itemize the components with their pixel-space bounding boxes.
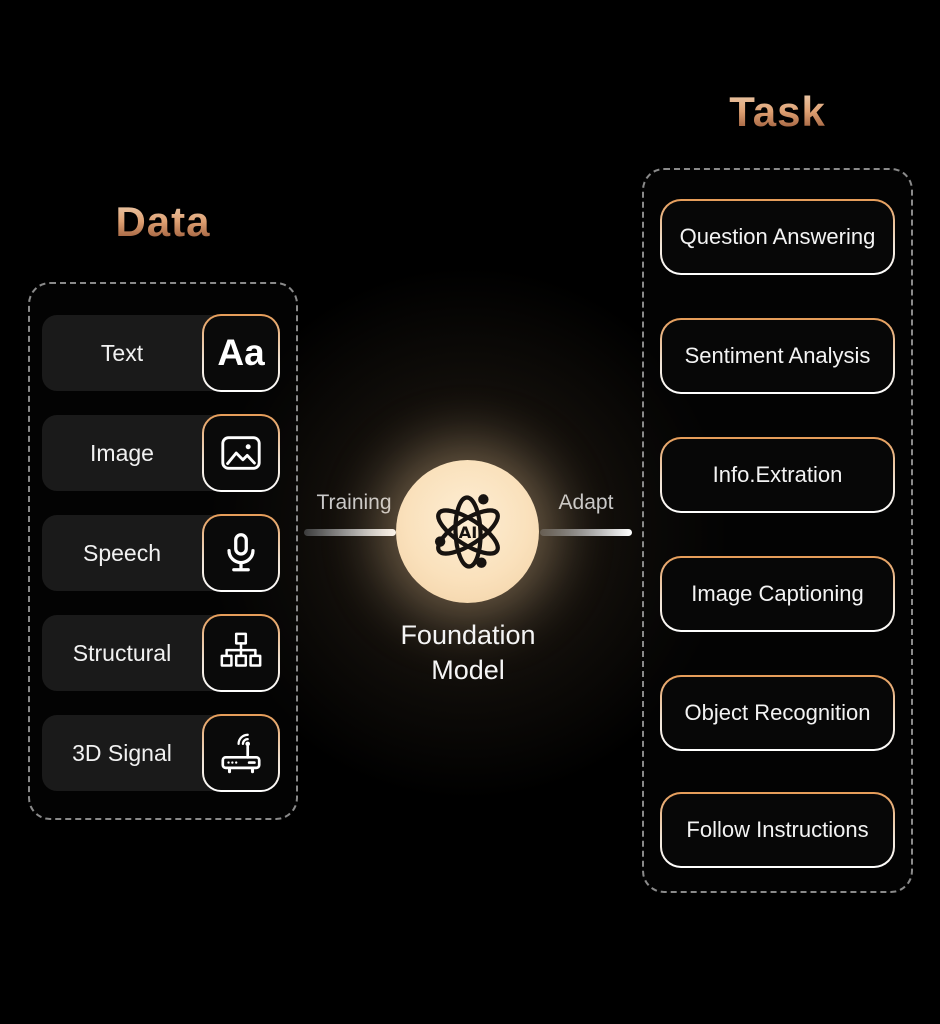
foundation-model-node: AI [396, 460, 539, 603]
aa-letters-icon: Aa [202, 314, 280, 392]
task-item-label: Question Answering [662, 201, 893, 273]
task-item-image-captioning: Image Captioning [660, 556, 895, 632]
data-panel-title: Data [28, 198, 298, 246]
data-row-image: Image [30, 414, 296, 492]
task-item-label: Follow Instructions [662, 794, 893, 866]
data-panel: Text Aa Image [28, 282, 298, 820]
data-row-structural: Structural [30, 614, 296, 692]
data-row-speech: Speech [30, 514, 296, 592]
ai-atom-text: AI [458, 522, 477, 541]
task-item-question-answering: Question Answering [660, 199, 895, 275]
aa-glyph: Aa [217, 332, 265, 373]
adapt-flow-line [540, 529, 632, 536]
data-item-text: Speech [82, 539, 161, 566]
training-flow-label: Training [316, 491, 392, 514]
org-chart-icon [202, 614, 280, 692]
task-item-info-extration: Info.Extration [660, 437, 895, 513]
foundation-model-label: Foundation Model [400, 620, 536, 685]
task-item-label: Sentiment Analysis [662, 320, 893, 392]
task-item-object-recognition: Object Recognition [660, 675, 895, 751]
microphone-icon [202, 514, 280, 592]
data-item-text: Text [100, 339, 144, 366]
task-item-label: Image Captioning [662, 558, 893, 630]
task-panel: Question Answering Sentiment Analysis In… [642, 168, 913, 893]
training-flow-line [304, 529, 396, 536]
data-item-text: Image [90, 439, 154, 466]
task-item-sentiment-analysis: Sentiment Analysis [660, 318, 895, 394]
task-panel-title: Task [642, 88, 913, 136]
data-row-3d-signal: 3D Signal [30, 714, 296, 792]
router-wifi-icon [202, 714, 280, 792]
ai-atom-icon: AI [434, 493, 500, 569]
task-item-label: Info.Extration [662, 439, 893, 511]
data-row-text: Text Aa [30, 314, 296, 392]
data-item-text: 3D Signal [72, 739, 172, 766]
picture-icon [202, 414, 280, 492]
data-item-text: Structural [72, 639, 172, 666]
adapt-flow-label: Adapt [558, 491, 614, 514]
task-item-follow-instructions: Follow Instructions [660, 792, 895, 868]
task-item-label: Object Recognition [662, 677, 893, 749]
